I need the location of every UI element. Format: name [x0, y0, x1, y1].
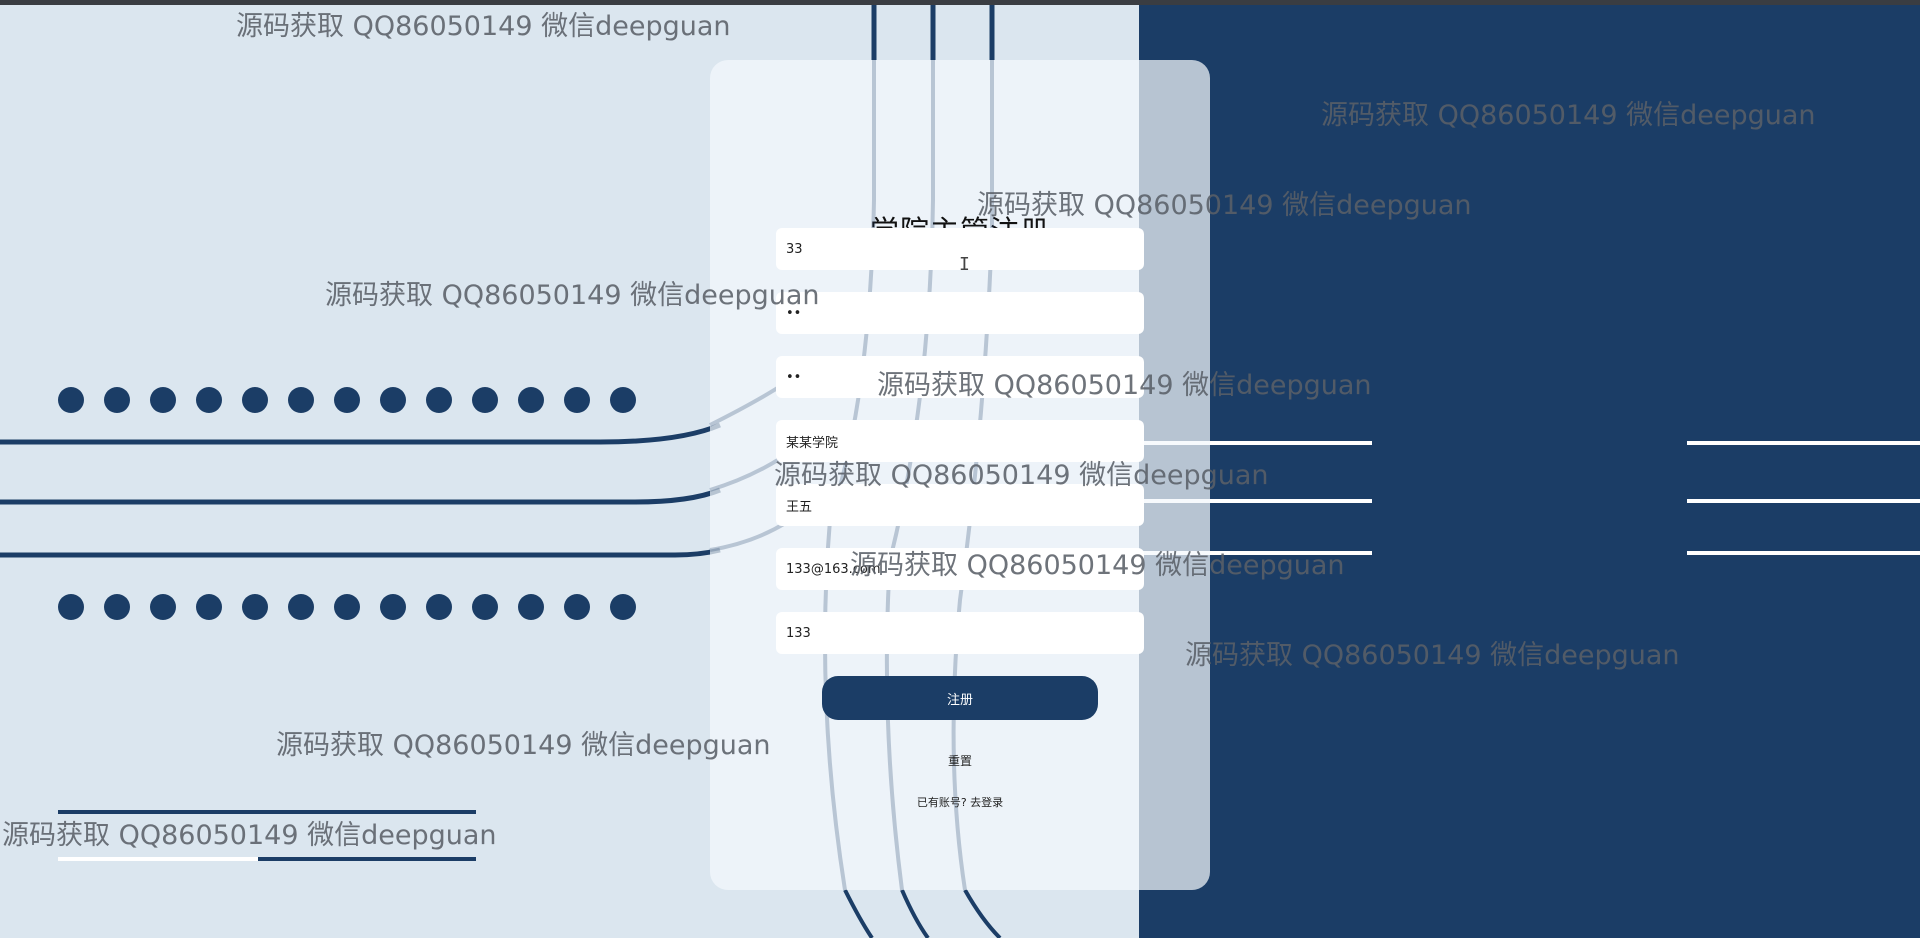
has-account-text: 已有账号?: [916, 796, 967, 809]
right-dark-panel: [1139, 5, 1920, 938]
email-input[interactable]: [776, 548, 1144, 590]
college-input[interactable]: [776, 420, 1144, 462]
username-input[interactable]: [776, 228, 1144, 270]
window-top-bar: [0, 0, 1920, 5]
confirm-password-input[interactable]: [776, 356, 1144, 398]
text-cursor-icon: I: [959, 254, 970, 275]
name-input[interactable]: [776, 484, 1144, 526]
password-input[interactable]: [776, 292, 1144, 334]
phone-input[interactable]: [776, 612, 1144, 654]
reset-button[interactable]: 重置: [947, 754, 972, 768]
register-card: 学院主管注册: [710, 60, 1210, 890]
login-link[interactable]: 去登录: [970, 796, 1004, 809]
register-button[interactable]: 注册: [822, 676, 1098, 720]
login-row: 已有账号? 去登录: [0, 794, 1920, 810]
